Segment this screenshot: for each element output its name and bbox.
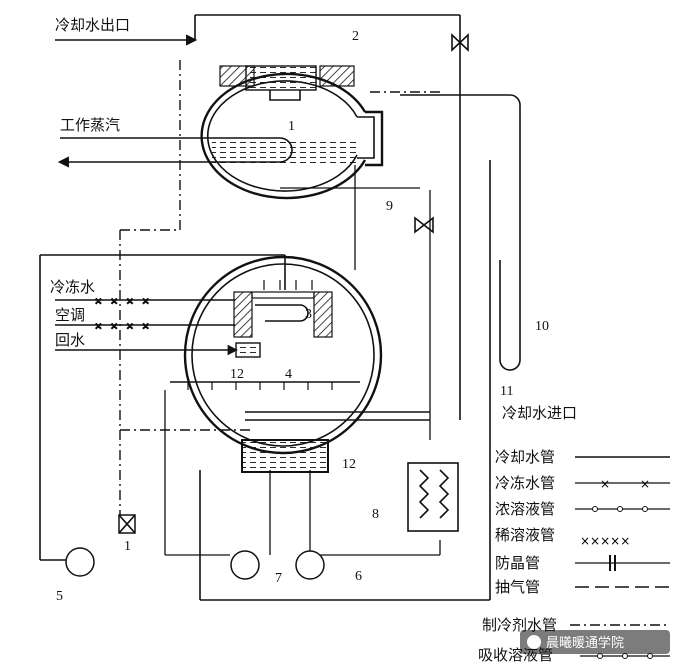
chilled-water-lines: × × × × × × × × xyxy=(55,293,239,356)
callout-11: 11 xyxy=(500,384,513,399)
svg-text:冷却水管: 冷却水管 xyxy=(495,448,555,466)
heat-exchanger-8 xyxy=(407,462,459,532)
legend-item-anti-crystallization: 防晶管 xyxy=(495,554,670,572)
legend-item-extraction: 抽气管 xyxy=(495,578,670,596)
label-chilled-water: 冷冻水 xyxy=(50,278,95,296)
label-air-conditioning: 空调 xyxy=(55,306,85,324)
pumps xyxy=(65,547,325,580)
lower-vessel xyxy=(170,255,430,473)
legend-item-concentrated-solution: 浓溶液管 xyxy=(495,500,670,518)
legend: 冷却水管 冷冻水管 × × 浓溶液管 稀溶液管 ××××× 防晶管 抽气管 xyxy=(478,448,670,664)
callout-6: 6 xyxy=(355,569,362,584)
vacuum-pump-box xyxy=(118,514,136,534)
label-cooling-water-inlet: 冷却水进口 xyxy=(502,404,577,422)
label-return-water: 回水 xyxy=(55,331,85,349)
wechat-icon xyxy=(527,635,541,649)
refrigerant-lines xyxy=(119,60,440,515)
callout-8: 8 xyxy=(372,507,379,522)
callout-10: 10 xyxy=(535,319,549,334)
callout-12-sump: 12 xyxy=(342,457,356,472)
svg-text:抽气管: 抽气管 xyxy=(495,578,540,596)
valve-9 xyxy=(414,216,434,234)
watermark: 晨曦暖通学院 xyxy=(520,630,670,654)
callout-2: 2 xyxy=(352,29,359,44)
callout-1-lower: 1 xyxy=(124,539,131,554)
legend-item-dilute-solution: 稀溶液管 ××××× xyxy=(495,526,630,548)
callout-1: 1 xyxy=(288,119,295,134)
svg-text:晨曦暖通学院: 晨曦暖通学院 xyxy=(546,635,624,651)
svg-text:浓溶液管: 浓溶液管 xyxy=(495,500,555,518)
label-working-steam: 工作蒸汽 xyxy=(60,116,120,134)
callout-7: 7 xyxy=(275,571,282,586)
callout-5: 5 xyxy=(56,589,63,604)
label-cooling-water-outlet: 冷却水出口 xyxy=(55,16,130,34)
svg-text:制冷剂水管: 制冷剂水管 xyxy=(482,616,557,634)
callout-4: 4 xyxy=(285,367,292,382)
solution-lines xyxy=(164,165,441,556)
legend-item-cooling-water: 冷却水管 xyxy=(495,448,670,466)
u-tube-10 xyxy=(400,94,521,371)
callout-9: 9 xyxy=(386,199,393,214)
cooling-water-lines xyxy=(39,14,491,601)
callout-12-tray: 12 xyxy=(230,367,244,382)
svg-text:×: × xyxy=(600,477,610,491)
legend-item-refrigerant: 制冷剂水管 xyxy=(482,616,670,634)
svg-text:×: × xyxy=(640,477,650,491)
svg-text:稀溶液管: 稀溶液管 xyxy=(495,526,555,544)
svg-text:防晶管: 防晶管 xyxy=(495,554,540,572)
svg-text:冷冻水管: 冷冻水管 xyxy=(495,474,555,492)
svg-text:× × × ×: × × × × xyxy=(95,294,149,308)
legend-item-chilled-water: 冷冻水管 × × xyxy=(495,474,670,492)
spray-nozzles xyxy=(187,280,333,390)
svg-text:×××××: ××××× xyxy=(580,534,630,548)
svg-text:× × × ×: × × × × xyxy=(95,319,149,333)
callout-3: 3 xyxy=(305,307,312,322)
upper-vessel xyxy=(57,65,384,200)
valve-top xyxy=(451,33,469,52)
